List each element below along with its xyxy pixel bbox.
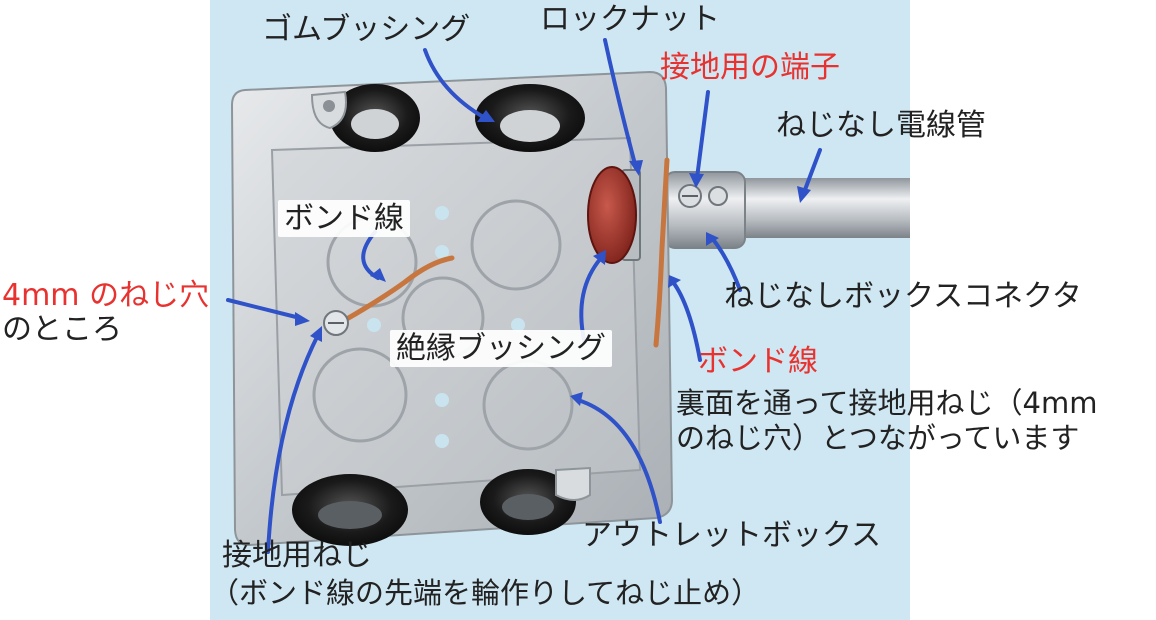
insulating-bushing <box>587 166 637 264</box>
label-threadless-box-connector: ねじなしボックスコネクタ <box>724 279 1082 314</box>
label-ground-terminal: 接地用の端子 <box>660 50 840 85</box>
label-ground-screw: 接地用ねじ <box>222 538 372 573</box>
label-ground-screw-note: （ボンド線の先端を輪作りしてねじ止め） <box>210 576 761 610</box>
label-threadless-conduit: ねじなし電線管 <box>776 108 986 143</box>
label-bond-wire-note-line1: 裏面を通って接地用ねじ（4mm <box>676 386 1098 420</box>
label-insulating-bushing: 絶縁ブッシング <box>390 330 612 368</box>
label-lock-nut: ロックナット <box>540 2 720 37</box>
bond-wire <box>342 255 455 323</box>
label-outlet-box: アウトレットボックス <box>582 518 882 553</box>
arrow-heads <box>295 110 811 406</box>
label-bond-wire-red: ボンド線 <box>698 344 818 379</box>
label-screw-hole-red: 4mm のねじ穴 <box>2 278 210 313</box>
label-screw-hole-black: のところ <box>2 312 122 347</box>
label-bond-wire-note-line2: のねじ穴）とつながっています <box>676 421 1080 455</box>
box-connector-body <box>664 171 746 249</box>
label-rubber-bushing: ゴムブッシング <box>262 12 471 47</box>
label-bond-wire-top: ボンド線 <box>278 200 410 238</box>
